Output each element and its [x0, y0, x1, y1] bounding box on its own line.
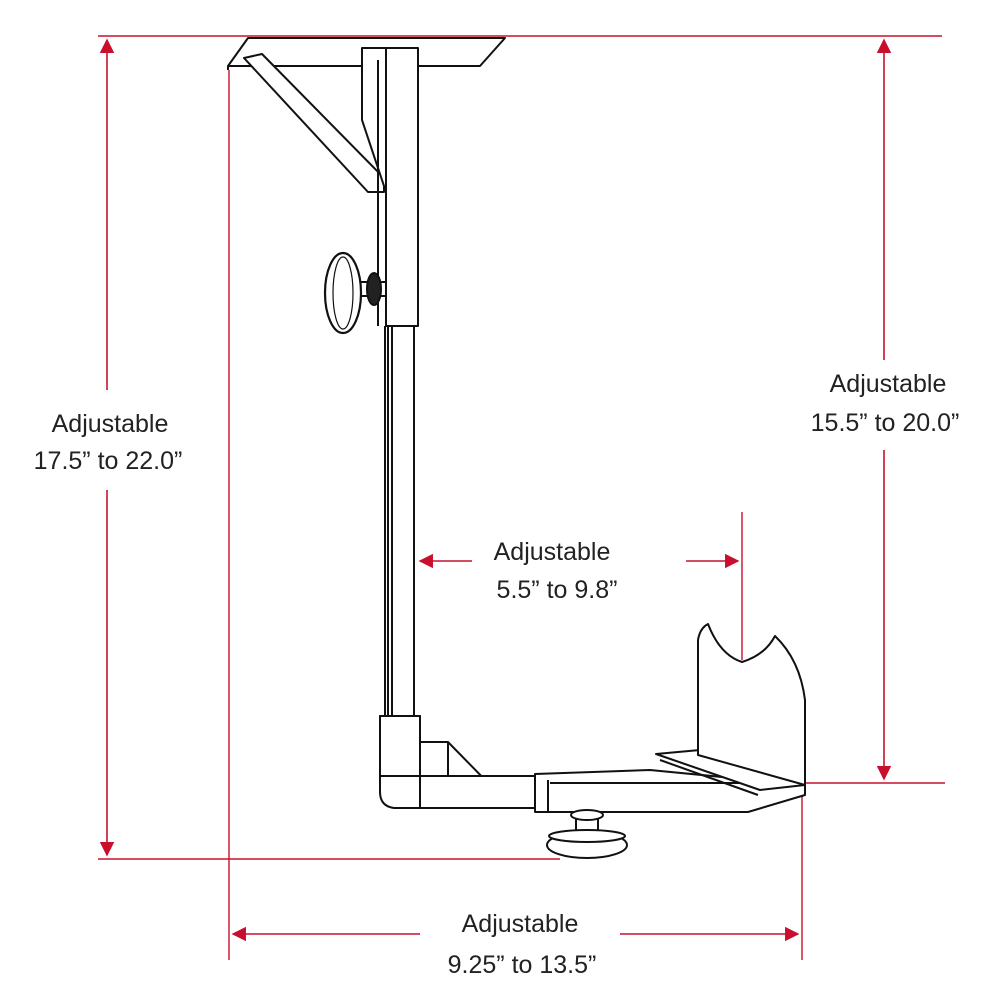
lower-pole [391, 325, 415, 717]
sliding-plate-edge [659, 759, 759, 796]
corner-collar [379, 715, 421, 777]
dimension-labels: Adjustable 17.5” to 22.0” Adjustable 15.… [34, 370, 960, 979]
overall-depth-range: 9.25” to 13.5” [448, 951, 597, 979]
cpu-holder-drawing [227, 37, 806, 859]
dimension-arrows [99, 38, 892, 942]
upper-sleeve [385, 47, 419, 327]
leveling-foot-top [548, 829, 626, 843]
foot-nut [570, 809, 604, 821]
holder-width-label: Adjustable [494, 538, 611, 566]
overall-height-range: 17.5” to 22.0” [34, 447, 183, 475]
overall-depth-label: Adjustable [462, 910, 579, 938]
locking-knob-rim [332, 256, 354, 330]
extension-lines [98, 35, 945, 960]
locking-knob [323, 251, 363, 335]
overall-height-label: Adjustable [52, 410, 169, 438]
holder-height-label: Adjustable [830, 370, 947, 398]
end-clamp [697, 623, 806, 786]
holder-width-range: 5.5” to 9.8” [497, 576, 618, 604]
knob-washer [366, 272, 382, 306]
holder-height-range: 15.5” to 20.0” [811, 409, 960, 437]
base-arm [419, 775, 541, 809]
